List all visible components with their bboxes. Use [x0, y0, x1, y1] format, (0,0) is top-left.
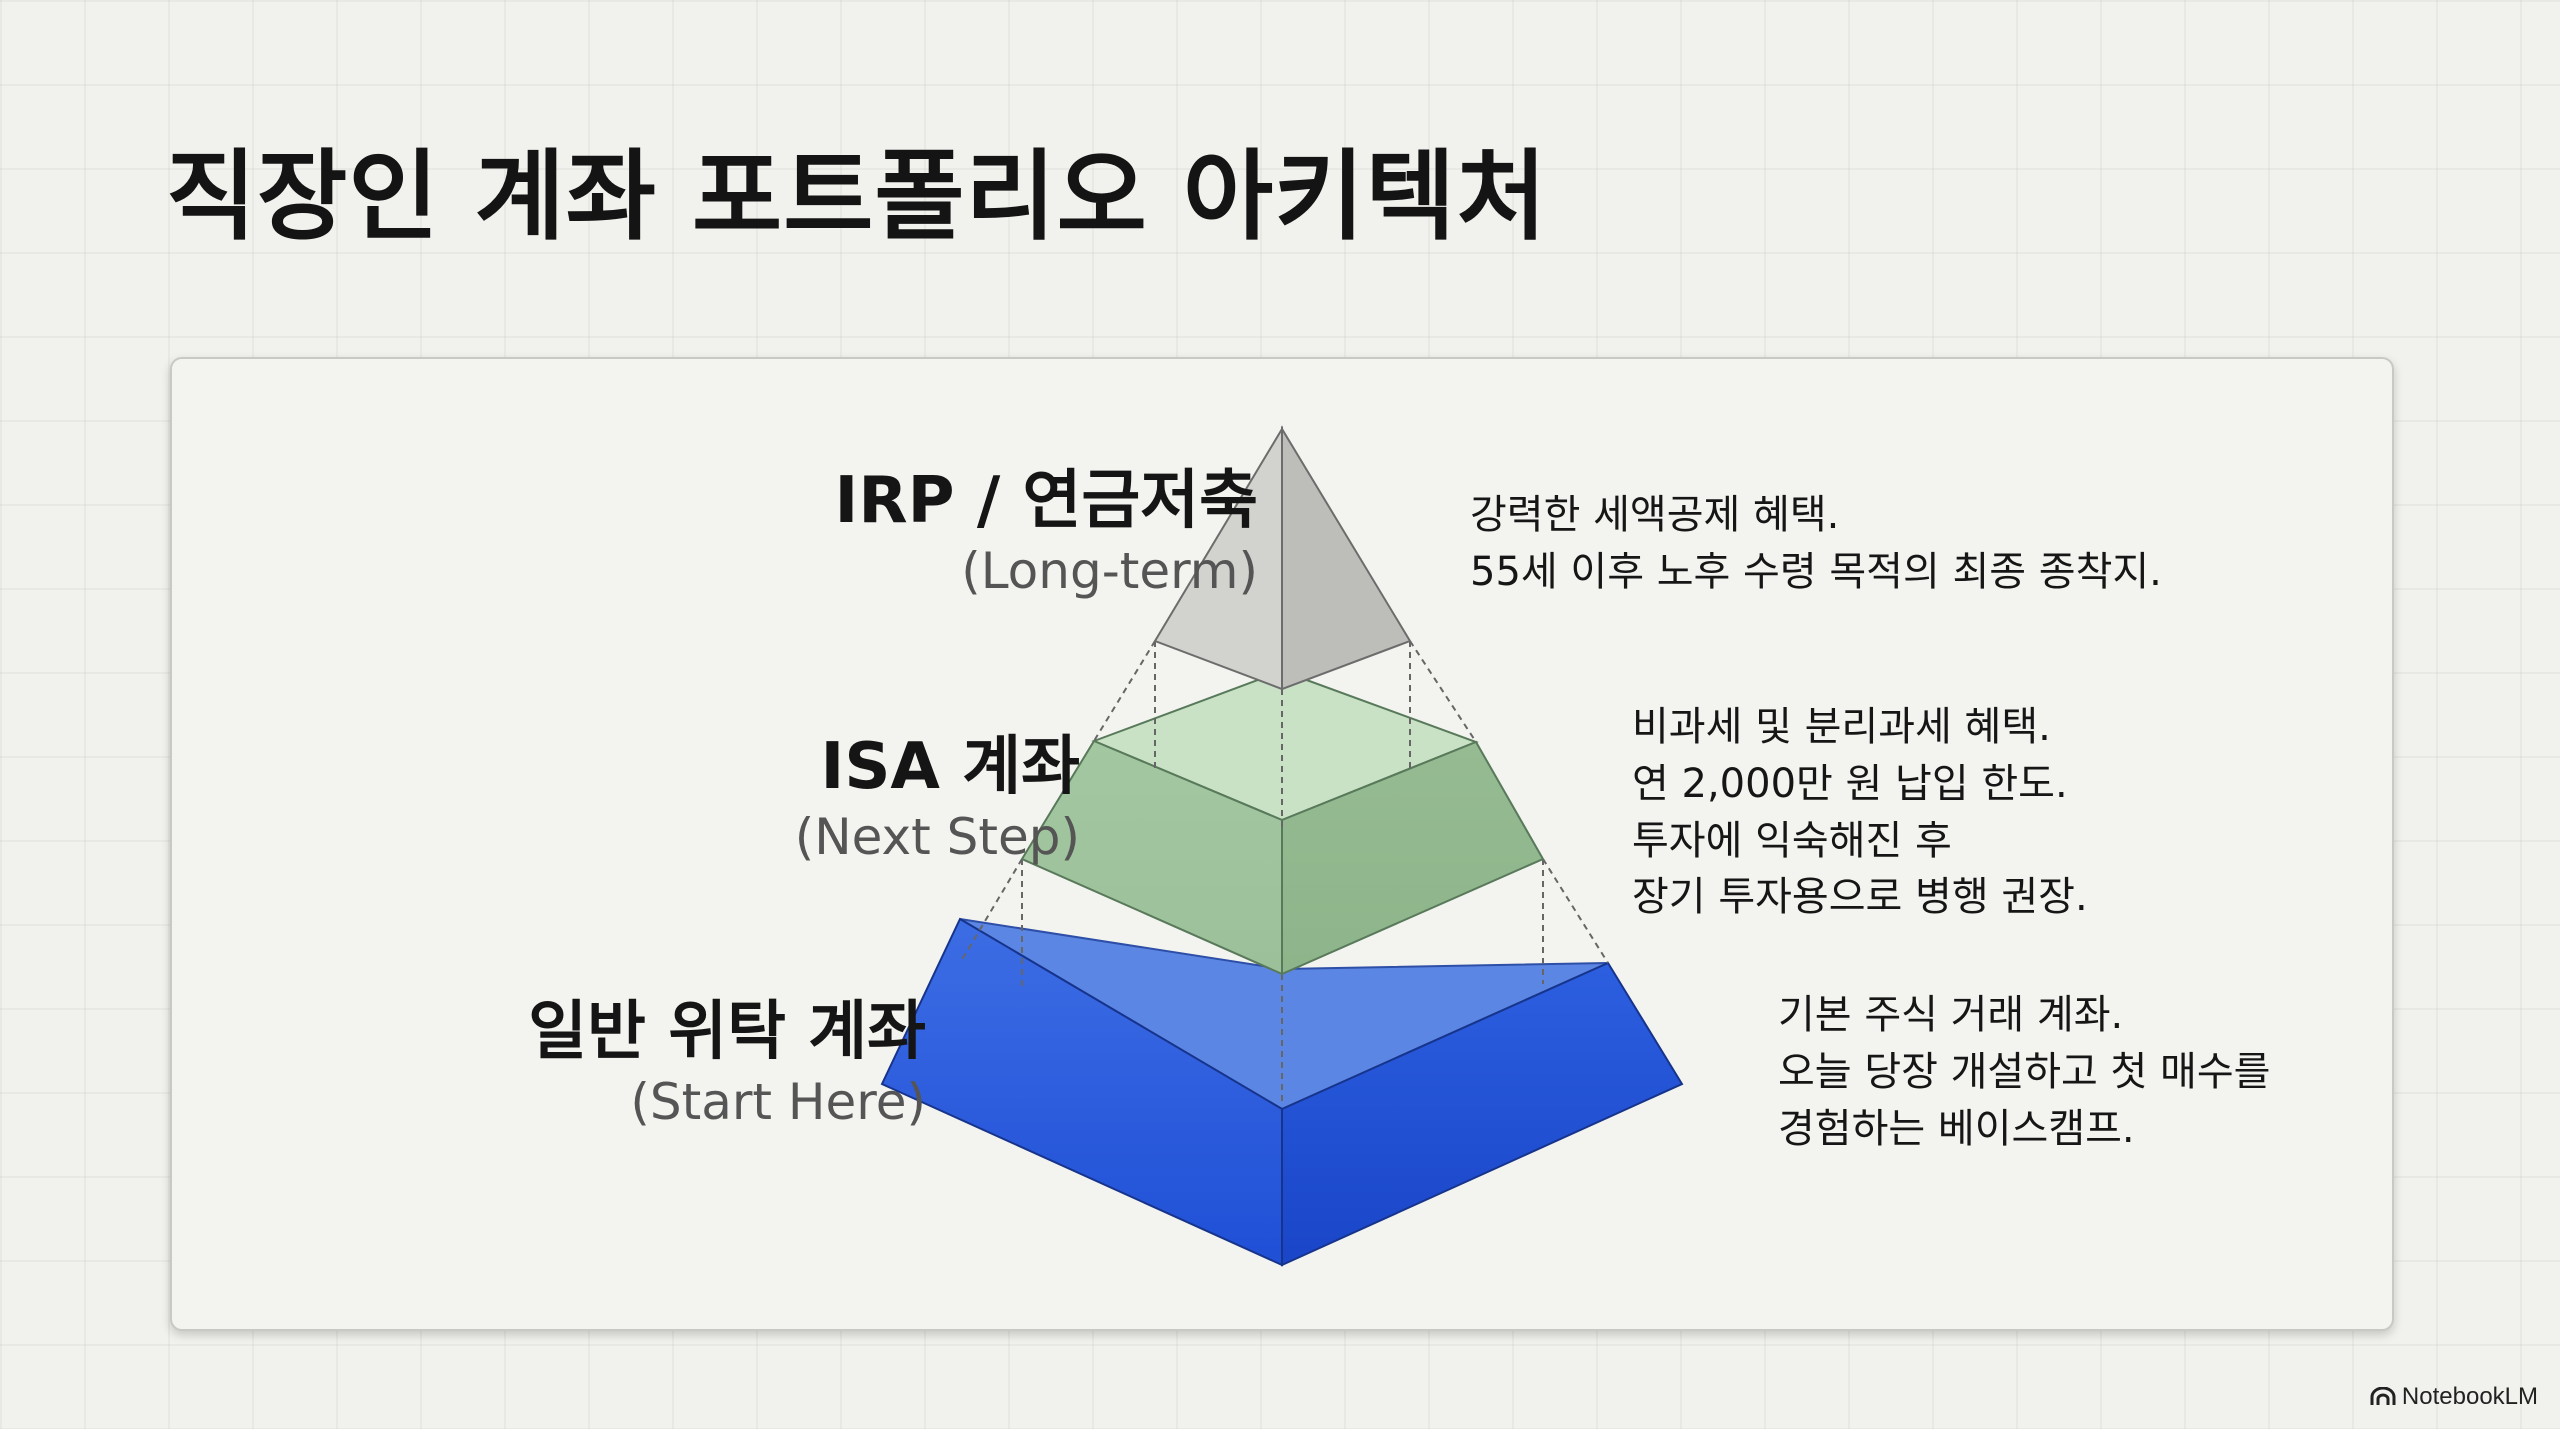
tier-description-irp: 강력한 세액공제 혜택. 55세 이후 노후 수령 목적의 최종 종착지.	[1470, 487, 2162, 601]
base-connector-lines	[959, 858, 1609, 1104]
notebooklm-logo-icon	[2370, 1387, 2396, 1405]
base-tier	[880, 917, 1684, 1267]
description-line: 투자에 익숙해진 후	[1632, 817, 1952, 864]
tier-name: IRP / 연금저축	[834, 464, 1258, 538]
description-line: 비과세 및 분리과세 혜택.	[1632, 704, 2051, 750]
tier-subtitle: (Start Here)	[630, 1072, 926, 1131]
description-line: 경험하는 베이스캠프.	[1778, 1105, 2135, 1152]
description-line: 장기 투자용으로 병행 권장.	[1632, 874, 2088, 921]
tier-label-general: 일반 위탁 계좌 (Start Here)	[528, 994, 926, 1133]
tier-subtitle: (Next Step)	[794, 807, 1080, 866]
top-tier-right-face	[1281, 425, 1412, 691]
tier-description-general: 기본 주식 거래 계좌. 오늘 당장 개설하고 첫 매수를 경험하는 베이스캠프…	[1778, 987, 2270, 1157]
base-tier-right-face	[1281, 961, 1684, 1267]
description-line: 55세 이후 노후 수령 목적의 최종 종착지.	[1470, 548, 2162, 595]
pyramid-diagram	[880, 425, 1684, 1267]
tier-name: 일반 위탁 계좌	[528, 995, 926, 1069]
diagram-card: IRP / 연금저축 (Long-term) ISA 계좌 (Next Step…	[170, 357, 2394, 1331]
description-line: 오늘 당장 개설하고 첫 매수를	[1778, 1048, 2271, 1095]
description-line: 강력한 세액공제 혜택.	[1470, 492, 1840, 538]
top-tier	[1153, 425, 1412, 691]
brand-name: NotebookLM	[2401, 1383, 2538, 1410]
tier-label-irp: IRP / 연금저축 (Long-term)	[835, 463, 1258, 602]
tier-subtitle: (Long-term)	[961, 541, 1258, 600]
page-title: 직장인 계좌 포트폴리오 아키텍처	[166, 140, 1548, 254]
brand-watermark: NotebookLM	[2370, 1383, 2538, 1411]
description-line: 연 2,000만 원 납입 한도.	[1632, 760, 2068, 807]
middle-tier-right-face	[1281, 740, 1545, 976]
tier-label-isa: ISA 계좌 (Next Step)	[795, 729, 1080, 868]
tier-name: ISA 계좌	[820, 730, 1080, 804]
middle-connector-lines	[1093, 640, 1477, 829]
tier-description-isa: 비과세 및 분리과세 혜택. 연 2,000만 원 납입 한도. 투자에 익숙해…	[1632, 699, 2088, 926]
middle-tier	[1020, 669, 1545, 976]
description-line: 기본 주식 거래 계좌.	[1778, 992, 2124, 1038]
